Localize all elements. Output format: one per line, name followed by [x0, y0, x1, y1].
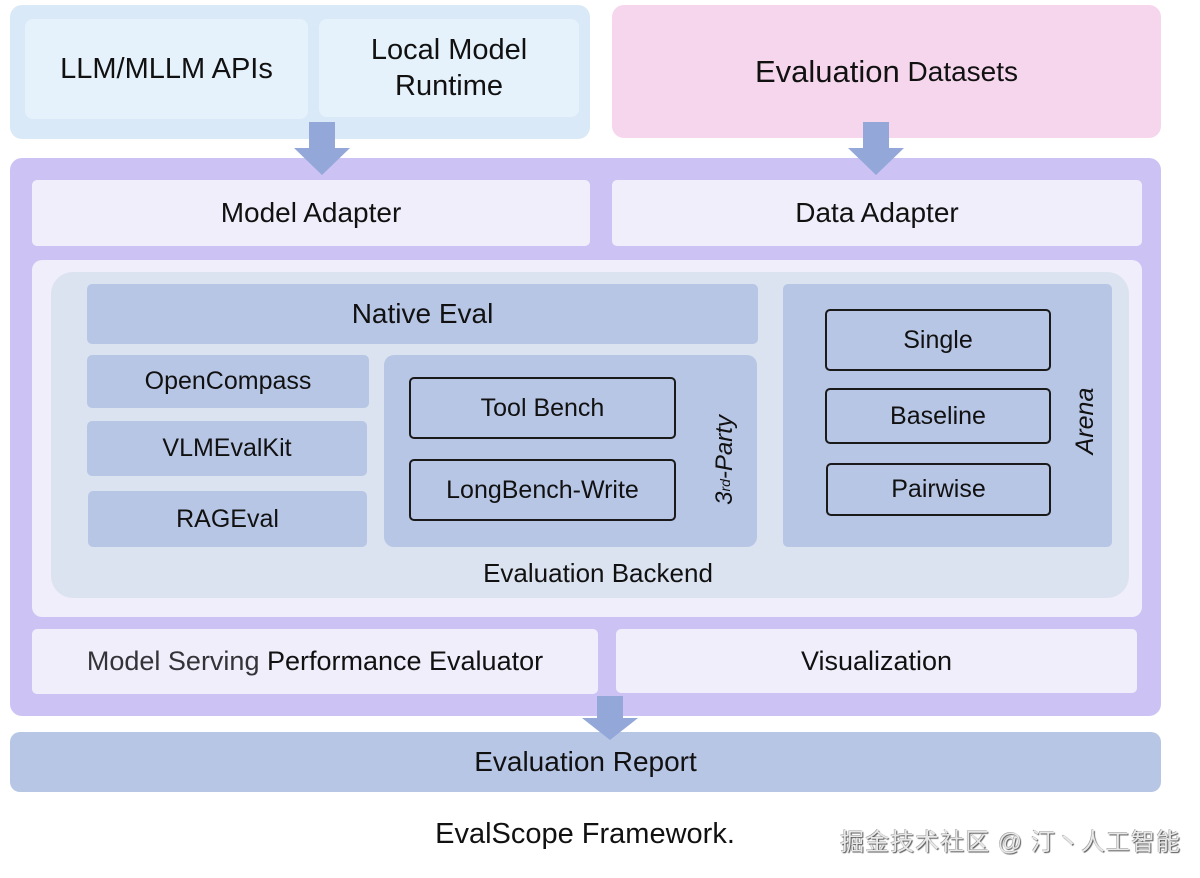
- third-party-label-num: 3: [711, 491, 738, 505]
- arena-label: Arena: [1070, 387, 1099, 455]
- evaluation-datasets-box: Evaluation Datasets: [612, 5, 1161, 138]
- third-party-label-sup: rd: [717, 479, 733, 492]
- arrow-down-icon: [294, 122, 350, 175]
- tool-bench-label: Tool Bench: [480, 393, 605, 422]
- tool-bench-box: Tool Bench: [409, 377, 676, 439]
- arena-single-label: Single: [903, 325, 973, 354]
- perf-label-main: Performance Evaluator: [266, 646, 544, 676]
- watermark: 掘金技术社区 @ 汀丶人工智能: [840, 828, 1181, 856]
- arrow-down-icon: [582, 696, 638, 740]
- native-eval-label: Native Eval: [351, 298, 494, 329]
- arrow-down-icon: [848, 122, 904, 175]
- llm-apis-box: LLM/MLLM APIs: [25, 19, 308, 119]
- longbench-write-label: LongBench-Write: [446, 475, 639, 504]
- arena-pairwise-box: Pairwise: [826, 463, 1051, 516]
- visualization-box: Visualization: [616, 629, 1137, 693]
- data-adapter-label: Data Adapter: [795, 197, 959, 228]
- arena-baseline-label: Baseline: [890, 401, 986, 430]
- arena-pairwise-label: Pairwise: [891, 475, 986, 503]
- visualization-label: Visualization: [800, 645, 953, 676]
- rageval-label: RAGEval: [176, 504, 279, 533]
- datasets-label-small: Datasets: [899, 55, 1019, 87]
- figure-caption: EvalScope Framework.: [435, 817, 735, 850]
- datasets-label-main: Evaluation: [754, 53, 900, 89]
- opencompass-label: OpenCompass: [144, 367, 312, 395]
- llm-apis-label: LLM/MLLM APIs: [60, 53, 273, 85]
- performance-evaluator-box: Model Serving Performance Evaluator: [32, 629, 598, 694]
- evaluation-report-box: Evaluation Report: [10, 732, 1161, 792]
- evaluation-report-label: Evaluation Report: [474, 746, 697, 777]
- arena-baseline-box: Baseline: [825, 388, 1051, 444]
- vlmevalkit-label: VLMEvalKit: [162, 434, 292, 462]
- perf-label-muted: Model Serving: [86, 646, 267, 676]
- opencompass-box: OpenCompass: [87, 355, 369, 408]
- model-adapter-label: Model Adapter: [220, 197, 402, 228]
- local-runtime-label-line2: Runtime: [395, 70, 503, 102]
- vlmevalkit-box: VLMEvalKit: [87, 421, 367, 476]
- local-runtime-label-line1: Local Model: [370, 34, 528, 66]
- local-runtime-box: Local Model Runtime: [319, 19, 579, 117]
- third-party-label-rest: -Party: [711, 415, 738, 480]
- rageval-box: RAGEval: [88, 491, 367, 547]
- native-eval-box: Native Eval: [87, 284, 758, 344]
- evaluation-backend-label: Evaluation Backend: [483, 557, 713, 588]
- model-adapter-box: Model Adapter: [32, 180, 590, 246]
- arena-single-box: Single: [825, 309, 1051, 371]
- data-adapter-box: Data Adapter: [612, 180, 1142, 246]
- longbench-write-box: LongBench-Write: [409, 459, 676, 521]
